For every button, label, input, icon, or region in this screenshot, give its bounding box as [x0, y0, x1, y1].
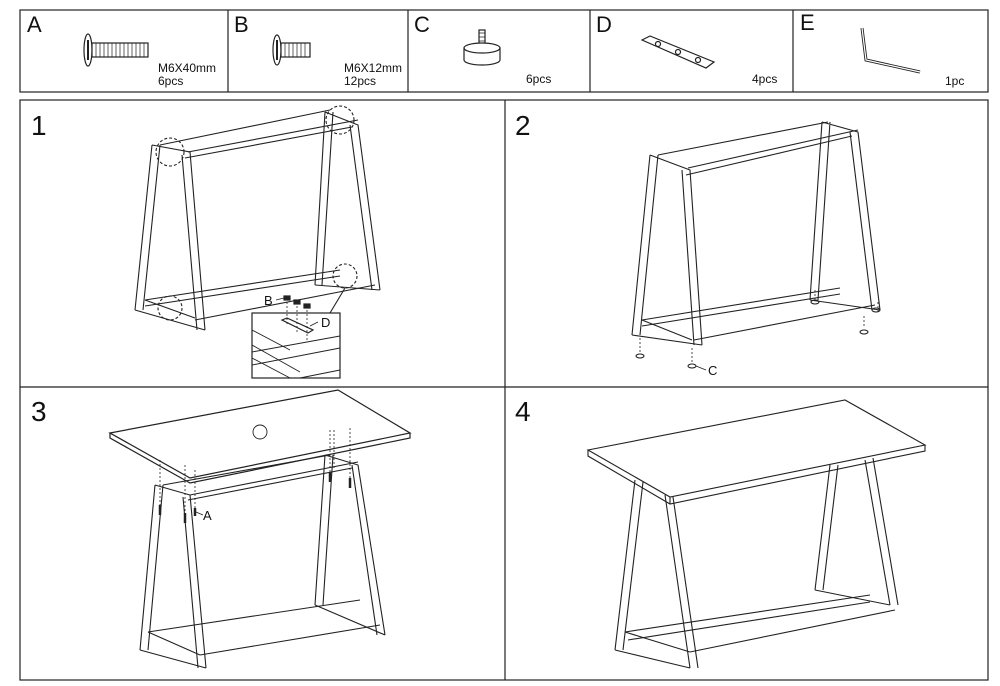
part-e-letter: E	[800, 10, 815, 35]
part-d-letter: D	[596, 12, 612, 37]
allen-key-e-icon	[860, 27, 921, 74]
part-b-qty: 12pcs	[344, 74, 377, 88]
connecting-plate-d-icon	[640, 35, 716, 69]
part-a-qty: 6pcs	[158, 74, 184, 88]
screw-a-icon	[83, 33, 149, 67]
step-4-number: 4	[515, 396, 531, 427]
steps-grid-border	[19, 99, 989, 681]
step2-callout-c: C	[708, 363, 718, 378]
step2-frame-drawing	[631, 121, 881, 371]
step1-callout-b: B	[264, 293, 273, 308]
part-c-letter: C	[414, 12, 430, 37]
step-1-number: 1	[31, 110, 47, 141]
step3-callout-a: A	[203, 508, 212, 523]
step1-detail-inset	[251, 295, 341, 379]
parts-table-border	[19, 9, 989, 93]
step1-callout-d: D	[321, 315, 331, 330]
screw-b-icon	[272, 34, 311, 66]
part-b-spec: M6X12mm	[344, 61, 403, 75]
part-a-spec: M6X40mm	[158, 61, 217, 75]
part-b-letter: B	[234, 12, 249, 37]
step3-tabletop-drawing	[108, 389, 412, 484]
step3-frame-drawing	[139, 428, 386, 669]
leveling-foot-c-icon	[463, 29, 501, 66]
part-c-qty: 6pcs	[526, 72, 552, 86]
part-a-letter: A	[27, 12, 42, 37]
step1-frame-drawing	[134, 105, 381, 331]
step-3-number: 3	[31, 396, 47, 427]
step4-table-drawing	[586, 399, 927, 669]
part-d-qty: 4pcs	[752, 72, 778, 86]
step-2-number: 2	[515, 110, 531, 141]
part-e-qty: 1pc	[945, 74, 965, 88]
